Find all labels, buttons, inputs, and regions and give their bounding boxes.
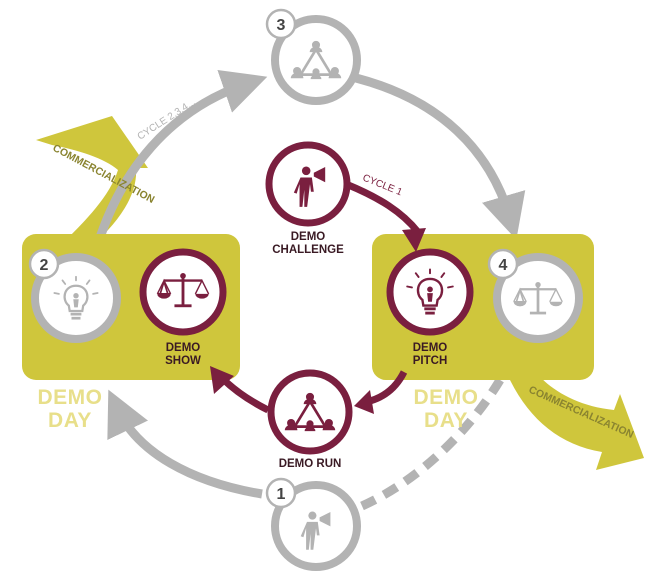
- demo-challenge-label-line2: CHALLENGE: [272, 244, 344, 256]
- demo-challenge-label-line1: DEMO: [290, 231, 326, 243]
- step-2-number: 2: [40, 257, 49, 274]
- inner-arrowhead-show: [210, 366, 234, 394]
- commercialization-right-arrow: [510, 370, 644, 470]
- demo-day-right-line1: DEMO: [413, 386, 479, 409]
- step-1-node: [265, 477, 361, 571]
- demo-run-label: DEMO RUN: [278, 458, 342, 470]
- step-2-node: [28, 248, 121, 343]
- demo-pitch-label-line2: PITCH: [412, 355, 448, 367]
- demo-show-label-line1: DEMO: [165, 342, 201, 354]
- inner-arrowhead-pitch: [402, 228, 426, 252]
- inner-arrow-challenge-to-pitch: [344, 180, 421, 235]
- demo-show-label-line2: SHOW: [165, 355, 201, 367]
- demo-challenge-label: DEMO CHALLENGE: [260, 231, 356, 257]
- step-1-number: 1: [277, 486, 286, 503]
- step-3-number: 3: [277, 17, 286, 34]
- demo-day-right-label: DEMO DAY: [406, 386, 486, 432]
- commercialization-left-arrow: [36, 116, 148, 246]
- step-3-node: [265, 8, 361, 105]
- outer-arc-1-to-2: [107, 389, 263, 499]
- demo-pitch-node: [386, 248, 474, 336]
- inner-arrowhead-run: [354, 390, 374, 414]
- demo-show-label: DEMO SHOW: [150, 342, 216, 368]
- demo-pitch-label: DEMO PITCH: [397, 342, 463, 368]
- demo-show-node: [139, 248, 227, 336]
- step-4-node: [487, 248, 583, 343]
- demo-day-left-line1: DEMO: [37, 386, 103, 409]
- outer-arc-3-to-4: [354, 73, 526, 240]
- demo-day-right-line2: DAY: [424, 409, 468, 432]
- demo-day-left-label: DEMO DAY: [30, 386, 110, 432]
- demo-run-node: [267, 369, 353, 455]
- demo-challenge-node: [265, 141, 351, 227]
- demo-pitch-label-line1: DEMO: [412, 342, 448, 354]
- inner-arrow-run-to-show: [219, 375, 270, 414]
- step-4-number: 4: [499, 257, 508, 274]
- demo-day-left-line2: DAY: [48, 409, 92, 432]
- outer-arc-2-to-3: [91, 70, 268, 252]
